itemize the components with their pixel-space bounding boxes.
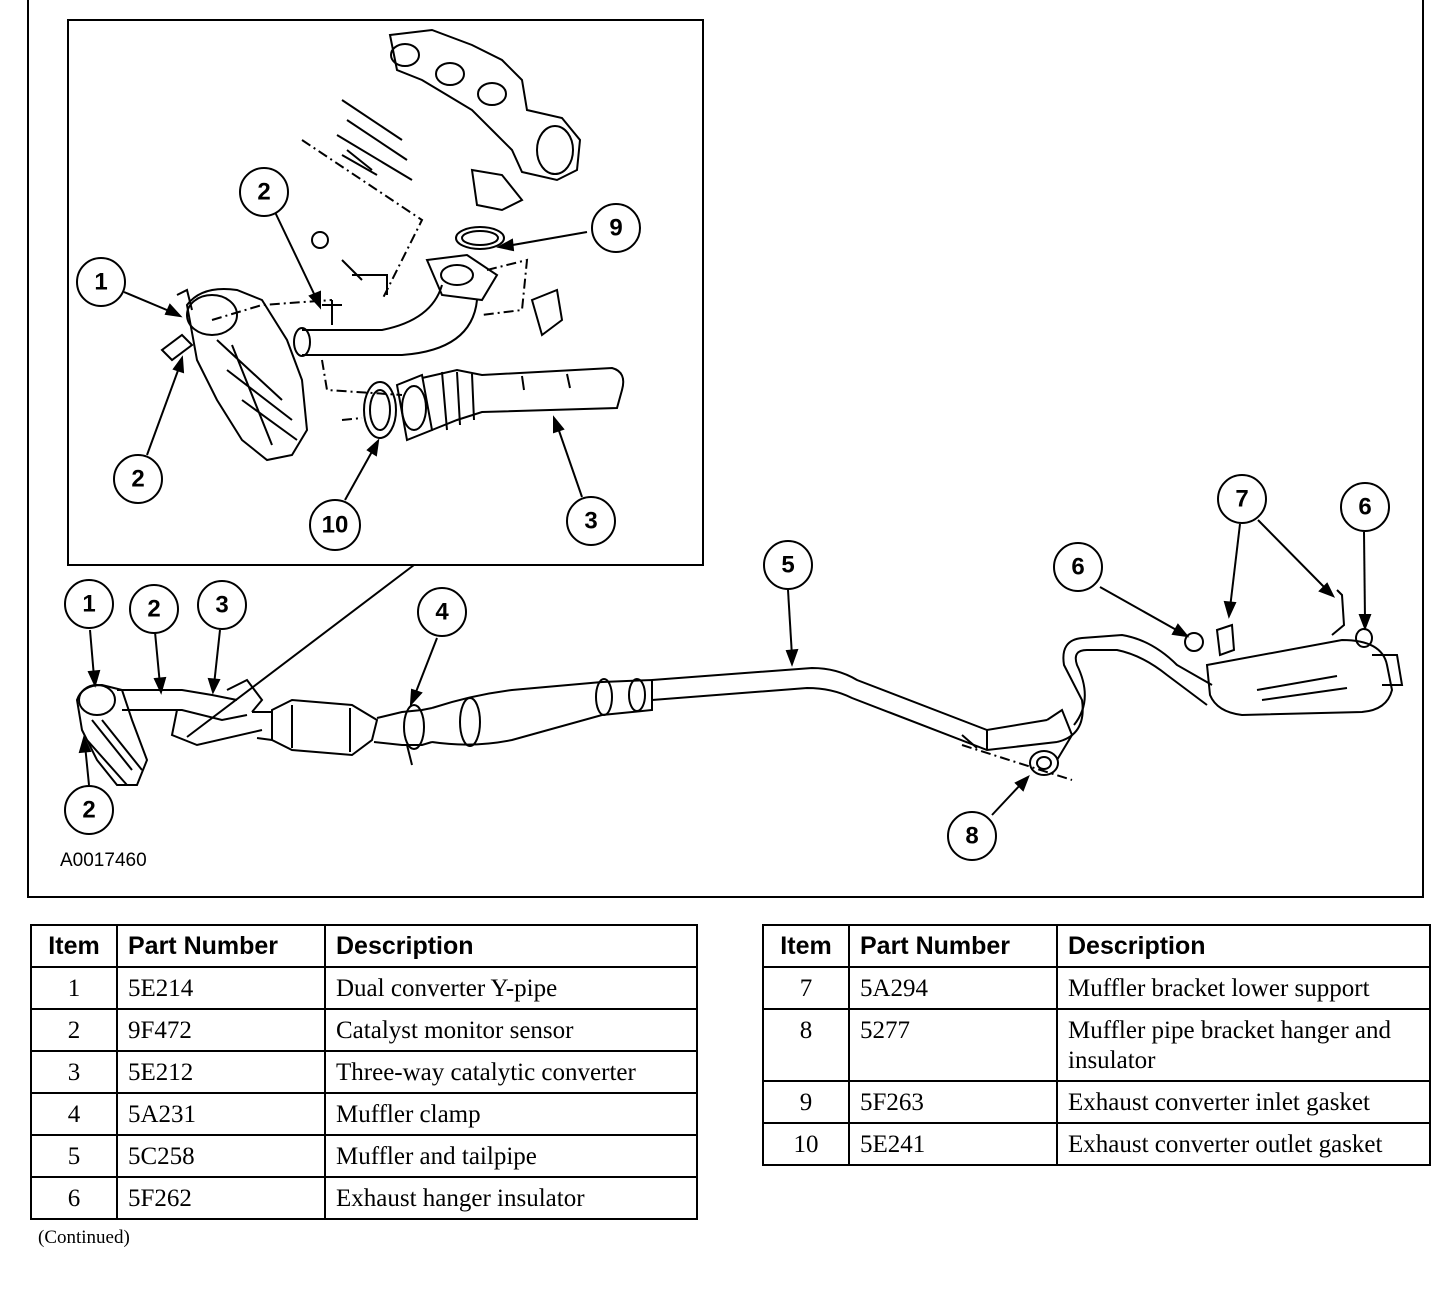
svg-text:6: 6 — [1071, 554, 1084, 581]
part-number-cell: 5E241 — [848, 1122, 1058, 1166]
part-number-cell: 5C258 — [116, 1134, 326, 1178]
svg-text:9: 9 — [609, 215, 622, 242]
callout-main-2a: 2 — [129, 584, 179, 634]
table-header-row: Item Part Number Description — [30, 924, 698, 968]
svg-text:2: 2 — [147, 596, 160, 623]
part-number-cell: 5A294 — [848, 966, 1058, 1010]
exhaust-diagram-frame: 1 2 2 9 10 3 1 2 3 2 4 5 6 7 6 8 A001746… — [27, 0, 1424, 898]
callout-main-6a: 6 — [1053, 542, 1103, 592]
description-cell: Muffler pipe bracket hanger and insulato… — [1056, 1008, 1431, 1082]
svg-text:7: 7 — [1235, 486, 1248, 513]
item-cell: 6 — [30, 1176, 118, 1220]
part-number-cell: 5E214 — [116, 966, 326, 1010]
description-cell: Muffler and tailpipe — [324, 1134, 698, 1178]
inset-drawing — [160, 28, 625, 462]
callout-inset-2b: 2 — [113, 454, 163, 504]
header-description: Description — [1056, 924, 1431, 968]
item-cell: 2 — [30, 1008, 118, 1052]
description-cell: Muffler clamp — [324, 1092, 698, 1136]
svg-text:1: 1 — [82, 591, 95, 618]
part-number-cell: 5E212 — [116, 1050, 326, 1094]
continued-note: (Continued) — [38, 1227, 130, 1248]
callout-main-1: 1 — [64, 579, 114, 629]
item-cell: 1 — [30, 966, 118, 1010]
item-cell: 4 — [30, 1092, 118, 1136]
description-cell: Three-way catalytic converter — [324, 1050, 698, 1094]
part-number-cell: 5F263 — [848, 1080, 1058, 1124]
part-number-cell: 9F472 — [116, 1008, 326, 1052]
description-cell: Exhaust hanger insulator — [324, 1176, 698, 1220]
header-item: Item — [762, 924, 850, 968]
callout-inset-3: 3 — [566, 496, 616, 546]
svg-text:2: 2 — [82, 797, 95, 824]
exhaust-diagram: 1 2 2 9 10 3 1 2 3 2 4 5 6 7 6 8 A001746… — [60, 19, 1404, 871]
callout-main-4: 4 — [417, 587, 467, 637]
main-exhaust-drawing — [75, 589, 1404, 786]
table-header-row: Item Part Number Description — [762, 924, 1431, 968]
header-description: Description — [324, 924, 698, 968]
item-cell: 10 — [762, 1122, 850, 1166]
callout-main-5: 5 — [763, 540, 813, 590]
svg-text:10: 10 — [322, 512, 349, 539]
description-cell: Dual converter Y-pipe — [324, 966, 698, 1010]
description-cell: Catalyst monitor sensor — [324, 1008, 698, 1052]
callout-main-6b: 6 — [1340, 482, 1390, 532]
item-cell: 3 — [30, 1050, 118, 1094]
callout-main-7: 7 — [1217, 474, 1267, 524]
part-number-cell: 5277 — [848, 1008, 1058, 1082]
callout-inset-10: 10 — [309, 499, 361, 551]
leader-lines — [78, 209, 1372, 816]
figure-id: A0017460 — [60, 850, 147, 871]
header-part-number: Part Number — [116, 924, 326, 968]
callout-main-8: 8 — [947, 811, 997, 861]
svg-text:4: 4 — [435, 599, 449, 626]
svg-text:5: 5 — [781, 552, 794, 579]
callout-main-3: 3 — [197, 580, 247, 630]
description-cell: Exhaust converter outlet gasket — [1056, 1122, 1431, 1166]
part-number-cell: 5A231 — [116, 1092, 326, 1136]
svg-text:6: 6 — [1358, 494, 1371, 521]
part-number-cell: 5F262 — [116, 1176, 326, 1220]
svg-text:3: 3 — [584, 508, 597, 535]
svg-text:2: 2 — [131, 466, 144, 493]
callout-inset-2a: 2 — [239, 167, 289, 217]
item-cell: 5 — [30, 1134, 118, 1178]
description-cell: Exhaust converter inlet gasket — [1056, 1080, 1431, 1124]
header-item: Item — [30, 924, 118, 968]
description-cell: Muffler bracket lower support — [1056, 966, 1431, 1010]
callout-inset-1: 1 — [76, 257, 126, 307]
svg-text:3: 3 — [215, 592, 228, 619]
svg-text:2: 2 — [257, 179, 270, 206]
svg-text:1: 1 — [94, 269, 107, 296]
inset-leader-line — [186, 564, 415, 738]
svg-text:8: 8 — [965, 823, 978, 850]
item-cell: 7 — [762, 966, 850, 1010]
item-cell: 8 — [762, 1008, 850, 1082]
callout-inset-9: 9 — [591, 203, 641, 253]
header-part-number: Part Number — [848, 924, 1058, 968]
callout-main-2b: 2 — [64, 785, 114, 835]
item-cell: 9 — [762, 1080, 850, 1124]
